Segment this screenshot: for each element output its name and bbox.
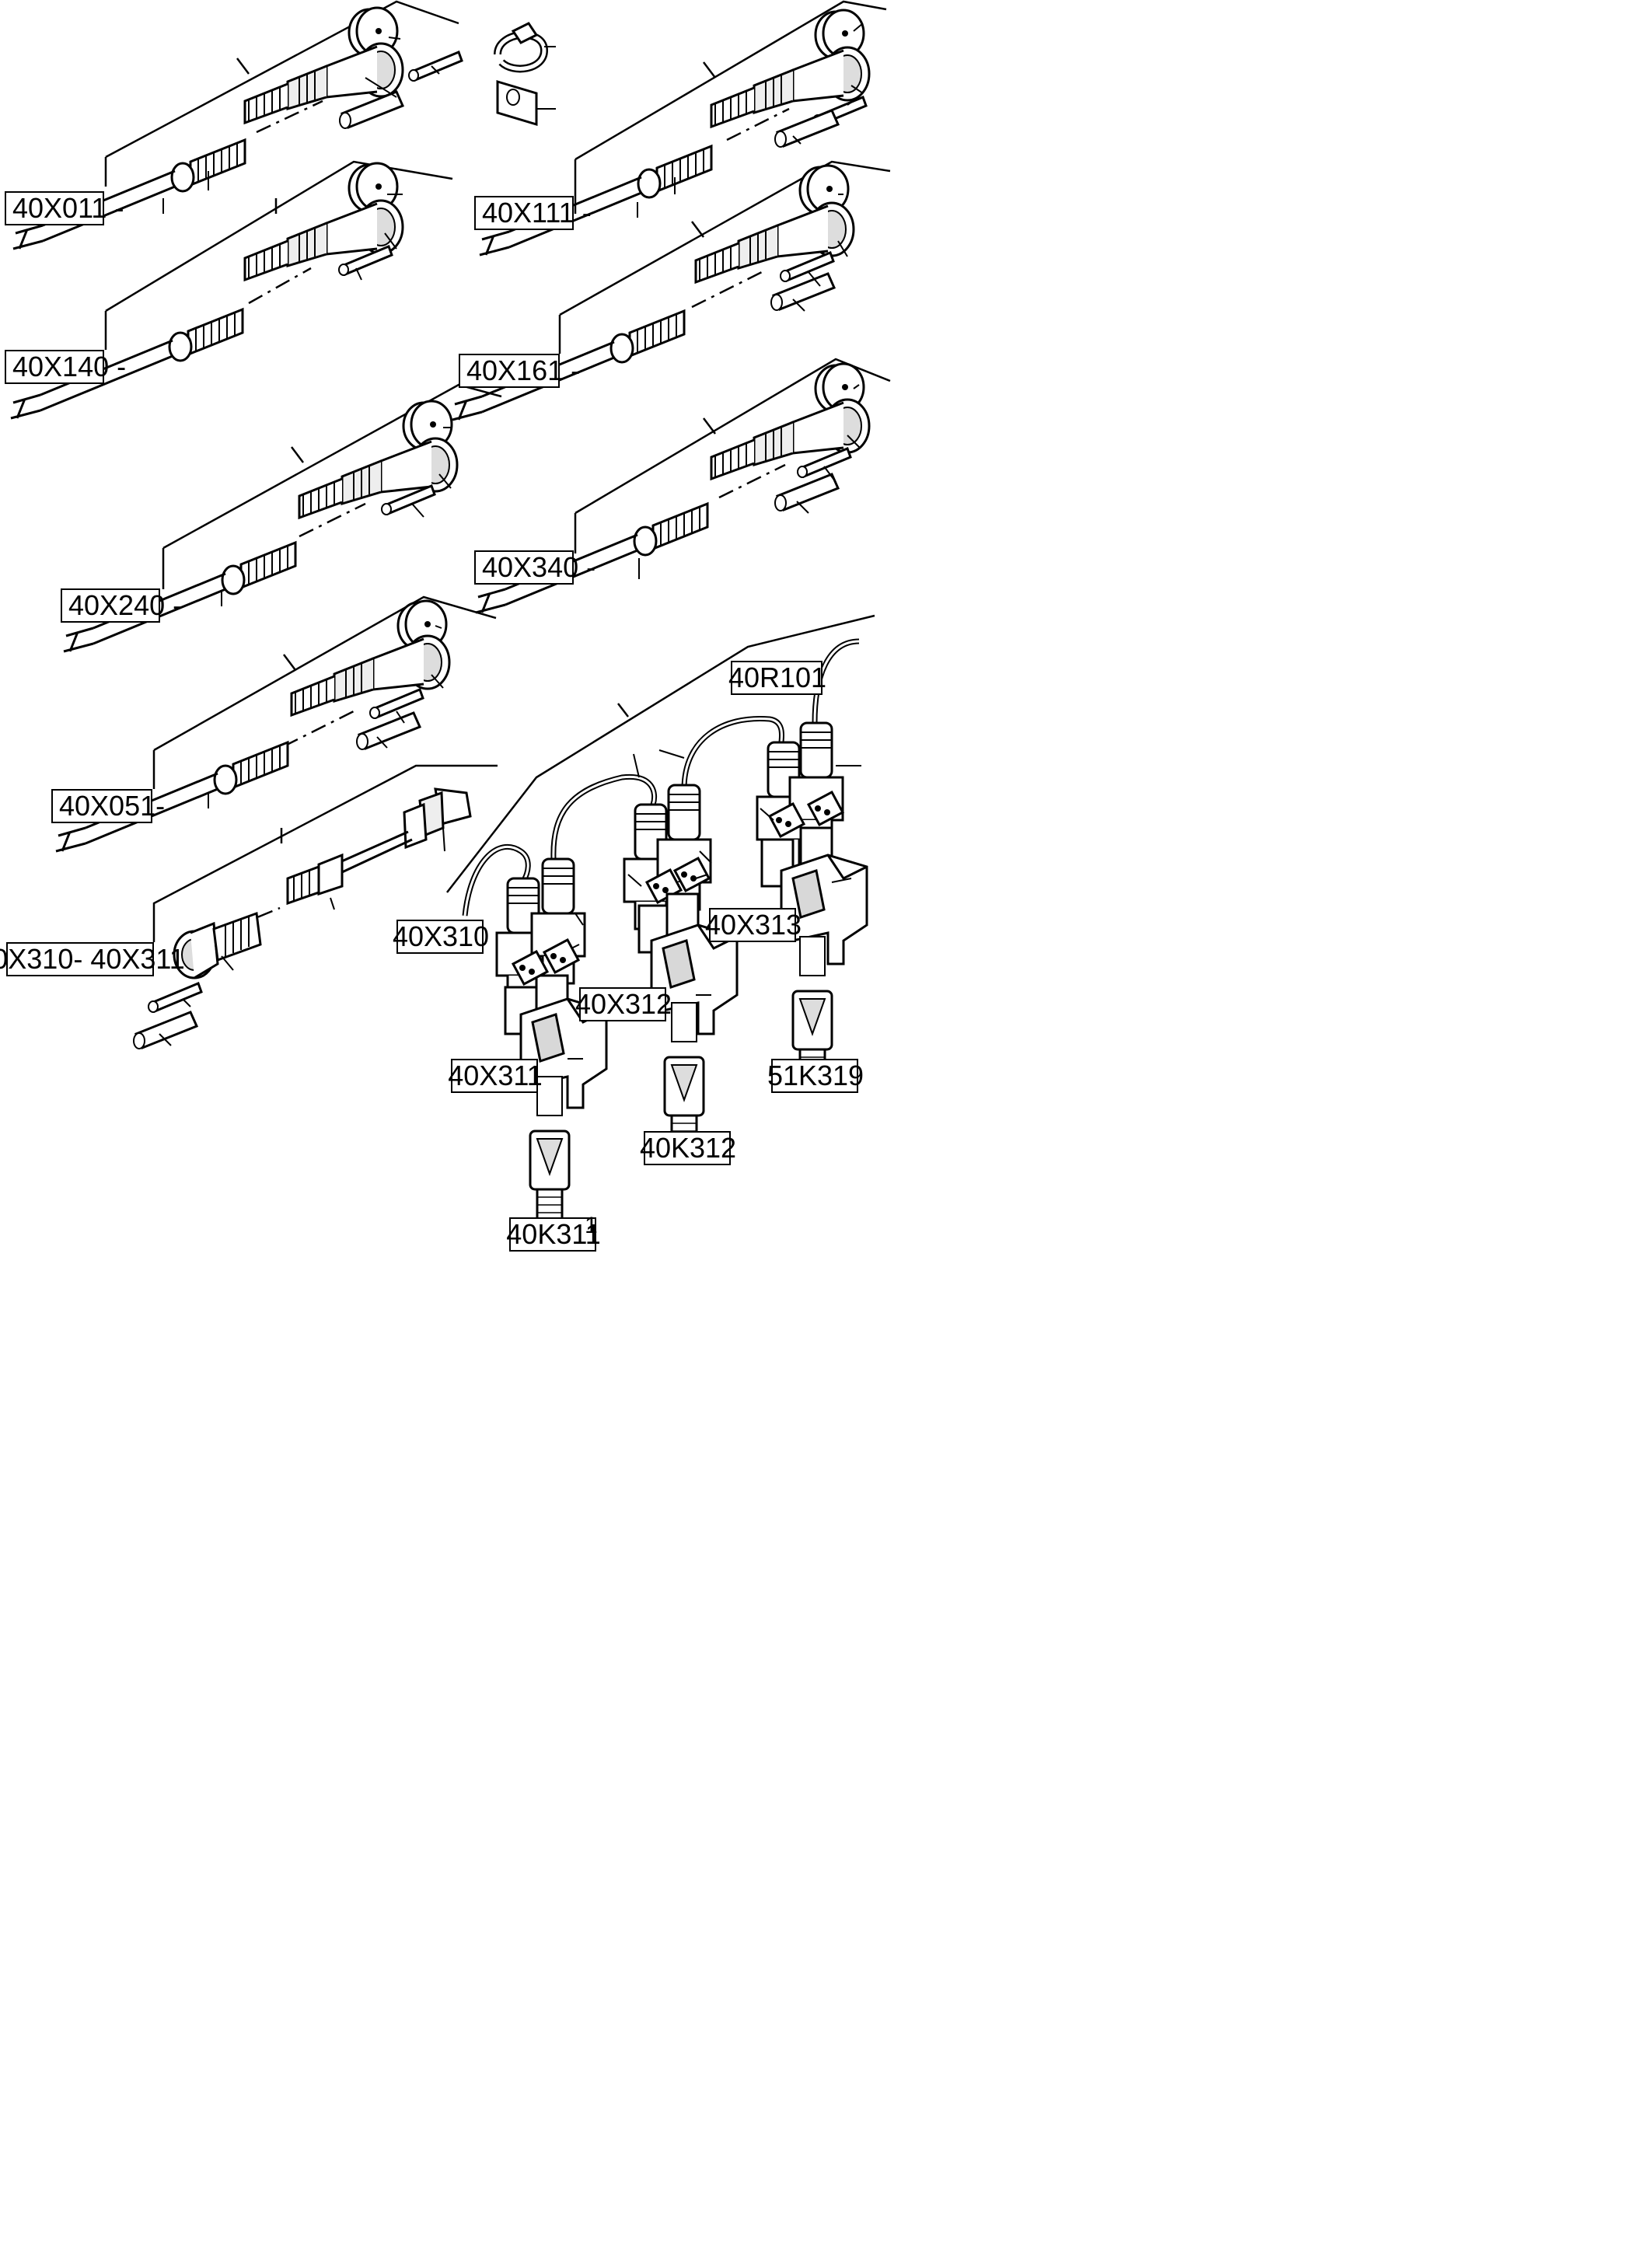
group-40x140 <box>9 160 453 420</box>
group-40r101 <box>446 614 875 1220</box>
group-40x051 <box>54 595 497 853</box>
group-40x161 <box>451 160 891 421</box>
group-40x310-40x311 <box>132 764 498 1050</box>
cable-tie-and-tag <box>494 22 556 127</box>
group-40x111 <box>478 0 887 257</box>
group-40x011 <box>12 0 463 250</box>
group-40x340 <box>474 358 891 614</box>
group-40x240 <box>62 383 502 653</box>
